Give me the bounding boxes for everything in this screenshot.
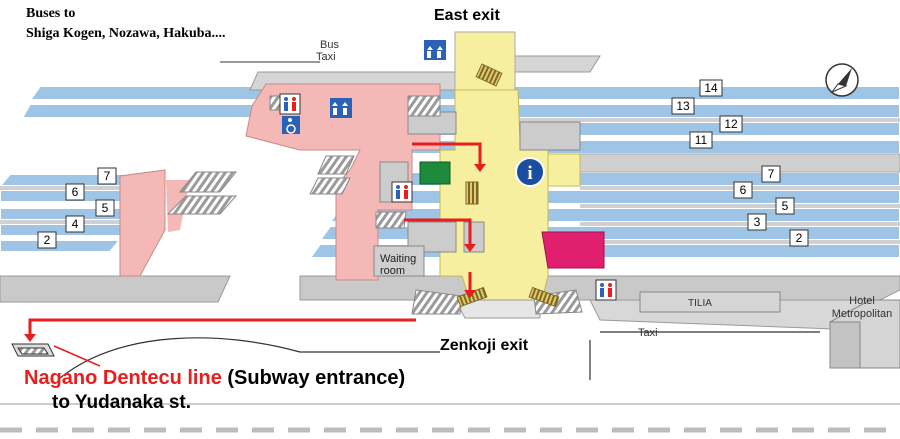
compass-icon [825,63,859,97]
platform-number: 6 [72,185,79,199]
top-note-line2: Shiga Kogen, Nozawa, Hakuba.... [26,26,226,41]
platform-numbers-right-lower: 7 6 5 3 2 [733,165,809,247]
platform-number: 2 [796,231,803,245]
taxi-top-label: Taxi [316,51,336,63]
hotel-building: Hotel Metropolitan [829,295,900,369]
svg-text:i: i [527,163,532,184]
tilia-building: TILIA [639,291,781,313]
info-icon: i [515,157,545,187]
dentecu-red-text: Nagano Dentecu line [24,367,222,389]
magenta-shop [541,231,605,269]
subway-entrance-icon [11,343,55,357]
accessible-toilet-icon [282,116,300,134]
road-curve-right [589,331,820,380]
platform-number: 5 [102,201,109,215]
tilia-label: TILIA [688,298,712,309]
dentecu-line-label: Nagano Dentecu line (Subway entrance) [24,367,405,389]
rooms [373,111,581,277]
route-lines [28,142,482,334]
dentecu-black-text: (Subway entrance) [222,367,405,389]
hotel-label-line1: Hotel [849,295,875,307]
hotel-label-line2: Metropolitan [832,308,893,320]
escalator-icon [456,63,560,308]
bus-label: Bus [320,39,339,51]
east-exit-label: East exit [434,7,500,24]
platform-number: 13 [676,99,690,113]
platform-number: 11 [695,133,708,147]
taxi-bottom-label: Taxi [638,327,658,339]
stairs [166,95,583,315]
platform-number: 3 [754,215,761,229]
route-pointer [53,345,101,367]
waiting-room-line2: room [380,265,405,277]
elevator-icon [330,40,446,118]
platform-number: 7 [768,167,775,181]
zenkoji-exit-label: Zenkoji exit [440,337,529,354]
platform-number: 4 [72,217,79,231]
waiting-room-line1: Waiting [380,253,416,265]
platform-number: 2 [44,233,51,247]
green-booth [419,161,451,185]
toilet-icon [279,93,617,301]
platform-number: 6 [740,183,747,197]
platform-number: 5 [782,199,789,213]
dentecu-destination: to Yudanaka st. [52,392,191,413]
platform-number: 14 [704,81,718,95]
route-arrowheads [24,164,486,342]
top-note-line1: Buses to [26,6,75,21]
platform-number: 12 [724,117,738,131]
platform-numbers-left: 7 6 5 4 2 [37,167,117,249]
platform-number: 7 [104,169,111,183]
platform-numbers-right-upper: 14 13 12 11 [671,79,743,149]
